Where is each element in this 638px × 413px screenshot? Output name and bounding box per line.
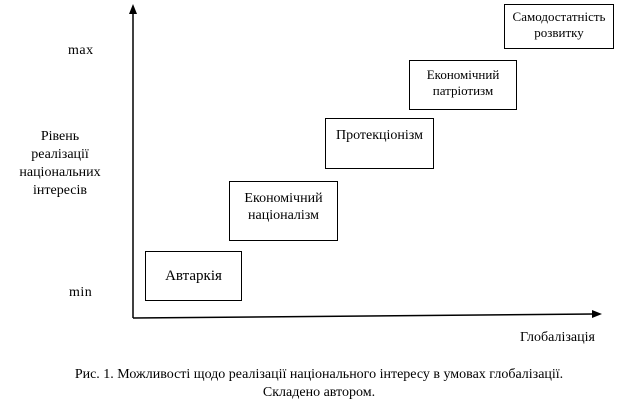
stage-label-autarky: Автаркія xyxy=(165,268,222,284)
stage-box-autarky: Автаркія xyxy=(145,251,242,301)
stage-box-economic-nationalism: Економічний націоналізм xyxy=(229,181,338,241)
stage-box-self-sufficiency: Самодостатність розвитку xyxy=(504,4,614,49)
y-axis-max-label: max xyxy=(68,43,94,58)
y-axis-min-label: min xyxy=(69,285,93,300)
stage-label-economic-nationalism: Економічний націоналізм xyxy=(244,191,323,223)
x-axis-arrowhead xyxy=(592,310,602,318)
x-axis-title: Глобалізація xyxy=(520,330,595,345)
figure-caption: Рис. 1. Можливості щодо реалізації націо… xyxy=(74,367,564,400)
stage-label-economic-patriotism: Економічний патріотизм xyxy=(426,67,500,98)
stage-label-self-sufficiency: Самодостатність розвитку xyxy=(512,9,606,40)
stage-label-protectionism: Протекціонізм xyxy=(335,128,423,143)
x-axis-line xyxy=(132,313,595,319)
y-axis-title: Рівень реалізації національних інтересів xyxy=(19,129,101,198)
stage-box-economic-patriotism: Економічний патріотизм xyxy=(409,60,517,110)
y-axis-arrowhead xyxy=(129,4,137,14)
stage-box-protectionism: Протекціонізм xyxy=(325,118,434,169)
